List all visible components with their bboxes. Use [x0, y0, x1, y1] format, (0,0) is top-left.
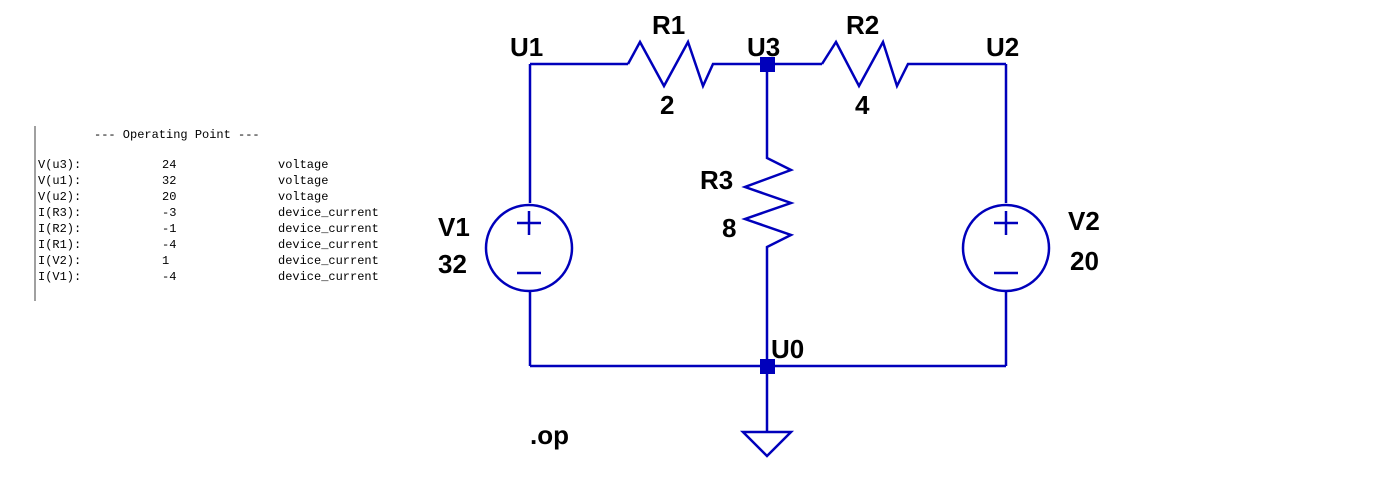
op-row-value: 24 [162, 158, 177, 172]
op-row-name: V(u2): [38, 190, 82, 204]
op-row-name: I(R2): [38, 222, 82, 236]
op-row-name: I(V2): [38, 254, 82, 268]
op-row-type: device_current [278, 254, 379, 268]
node-label-u2: U2 [986, 32, 1019, 62]
op-row: I(V2): 1 device_current [38, 254, 398, 270]
node-label-u1: U1 [510, 32, 543, 62]
op-row-value: 20 [162, 190, 177, 204]
op-row-type: voltage [278, 174, 329, 188]
op-row-name: I(R1): [38, 238, 82, 252]
node-label-u3: U3 [747, 32, 780, 62]
op-row-value: 32 [162, 174, 177, 188]
voltage-source-v2-symbol[interactable] [961, 203, 1051, 293]
r3-name: R3 [700, 165, 733, 195]
operating-point-panel: --- Operating Point --- V(u3): 24 voltag… [34, 126, 406, 301]
ground-symbol[interactable] [739, 430, 795, 458]
r1-value: 2 [660, 90, 674, 120]
v1-value: 32 [438, 249, 467, 279]
r2-name: R2 [846, 10, 879, 40]
junction-u3[interactable] [760, 57, 775, 72]
op-row: V(u2): 20 voltage [38, 190, 398, 206]
op-row-type: device_current [278, 222, 379, 236]
v1-name: V1 [438, 212, 470, 242]
node-label-u0: U0 [771, 334, 804, 364]
op-row: I(R1): -4 device_current [38, 238, 398, 254]
op-row-value: 1 [162, 254, 170, 268]
op-row-value: -4 [162, 270, 177, 284]
op-row-type: voltage [278, 158, 329, 172]
r1-name: R1 [652, 10, 685, 40]
junction-u0[interactable] [760, 359, 775, 374]
op-row-type: device_current [278, 238, 379, 252]
op-row-type: device_current [278, 270, 379, 284]
op-row-value: -3 [162, 206, 177, 220]
resistor-r2-symbol[interactable] [820, 38, 1006, 90]
op-row-value: -4 [162, 238, 177, 252]
op-row-value: -1 [162, 222, 177, 236]
op-row: I(V1): -4 device_current [38, 270, 398, 286]
op-row-type: device_current [278, 206, 379, 220]
resistor-r3-symbol[interactable] [741, 64, 795, 366]
op-row: I(R2): -1 device_current [38, 222, 398, 238]
op-row-name: I(V1): [38, 270, 82, 284]
resistor-r1-symbol[interactable] [626, 38, 822, 90]
v2-value: 20 [1070, 246, 1099, 276]
op-row-name: V(u1): [38, 174, 82, 188]
op-row-type: voltage [278, 190, 329, 204]
op-row: V(u1): 32 voltage [38, 174, 398, 190]
op-row-name: V(u3): [38, 158, 82, 172]
v2-name: V2 [1068, 206, 1100, 236]
op-directive[interactable]: .op [530, 420, 569, 450]
r3-value: 8 [722, 213, 736, 243]
op-row: V(u3): 24 voltage [38, 158, 398, 174]
r2-value: 4 [855, 90, 870, 120]
voltage-source-v1-symbol[interactable] [484, 203, 574, 293]
op-row-name: I(R3): [38, 206, 82, 220]
operating-point-title: --- Operating Point --- [94, 128, 260, 142]
op-row: I(R3): -3 device_current [38, 206, 398, 222]
